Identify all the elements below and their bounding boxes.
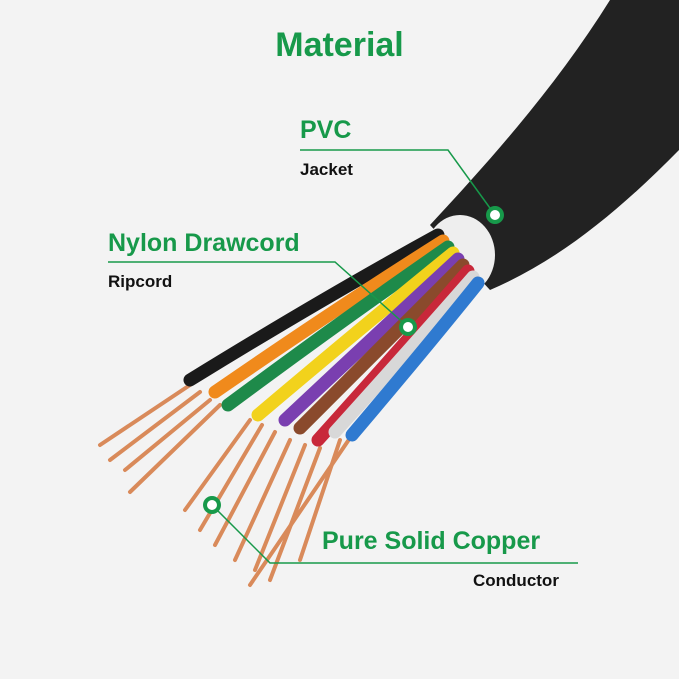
- callout-copper-label: Pure Solid Copper: [322, 527, 541, 555]
- wire-3: [251, 246, 460, 422]
- copper-strands: [98, 383, 352, 587]
- callout-pvc-label: PVC: [300, 116, 352, 144]
- callout-copper-sublabel: Conductor: [473, 571, 559, 590]
- callout-pvc-sublabel: Jacket: [300, 160, 353, 179]
- wire-6: [311, 264, 475, 447]
- callout-nylon-label: Nylon Drawcord: [108, 229, 300, 257]
- wire-4: [278, 252, 465, 427]
- leader-lines: [108, 149, 578, 564]
- page-title: Material: [275, 26, 404, 64]
- wire-8: [345, 276, 485, 442]
- callout-nylon-sublabel: Ripcord: [108, 272, 173, 291]
- wire-2: [221, 240, 455, 412]
- callout-dots: [203, 206, 504, 514]
- wire-0: [183, 228, 445, 387]
- insulated-wires: [183, 228, 485, 447]
- wire-5: [293, 258, 470, 435]
- wire-7: [328, 270, 480, 439]
- wire-1: [208, 234, 450, 399]
